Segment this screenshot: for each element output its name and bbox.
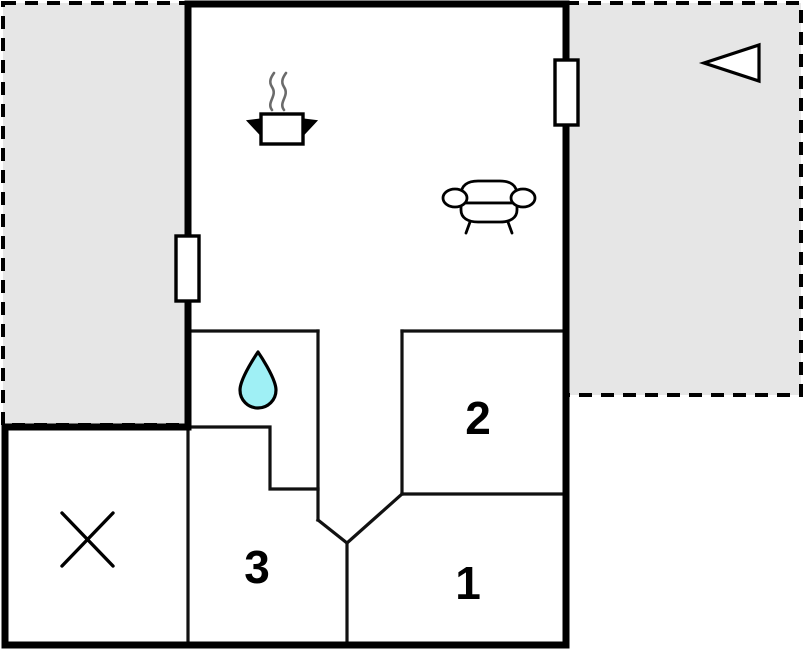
dwelling-interior-fill xyxy=(3,3,566,645)
wall-diagonal-left xyxy=(315,517,350,546)
window-left-wall xyxy=(174,234,201,303)
direction-triangle-icon xyxy=(698,42,761,84)
water-drop-shape xyxy=(238,350,278,410)
dwelling-main-body xyxy=(188,3,566,645)
sofa-leg-right xyxy=(506,220,514,235)
sofa-leg-left xyxy=(464,220,472,235)
pot-body xyxy=(259,112,305,146)
interior-walls-group xyxy=(3,329,568,647)
sofa-armrest-left xyxy=(441,187,469,209)
room-number-2: 2 xyxy=(465,392,491,444)
dwelling-lower-left-extension xyxy=(3,425,188,645)
steam-wisp-right xyxy=(281,71,288,112)
sofa-armrest-right xyxy=(509,187,537,209)
sofa-icon xyxy=(441,179,537,235)
window-right-wall xyxy=(553,58,580,127)
sofa-backrest xyxy=(459,179,519,205)
wall-diagonal-right xyxy=(344,491,405,546)
room-number-3: 3 xyxy=(244,541,270,593)
adjacent-area-left xyxy=(1,1,190,427)
wall-corridor-step xyxy=(186,425,320,491)
cross-stroke-b xyxy=(60,511,115,568)
room-number-1: 1 xyxy=(455,557,481,609)
cooking-pot-icon xyxy=(245,71,319,146)
steam-wisp-left xyxy=(269,71,276,112)
sofa-seat xyxy=(459,201,519,224)
windows-group xyxy=(174,58,580,303)
cross-mark-icon xyxy=(60,511,115,568)
adjacent-area-right xyxy=(564,1,803,397)
water-drop-icon xyxy=(238,350,278,410)
direction-triangle-shape xyxy=(698,42,761,84)
